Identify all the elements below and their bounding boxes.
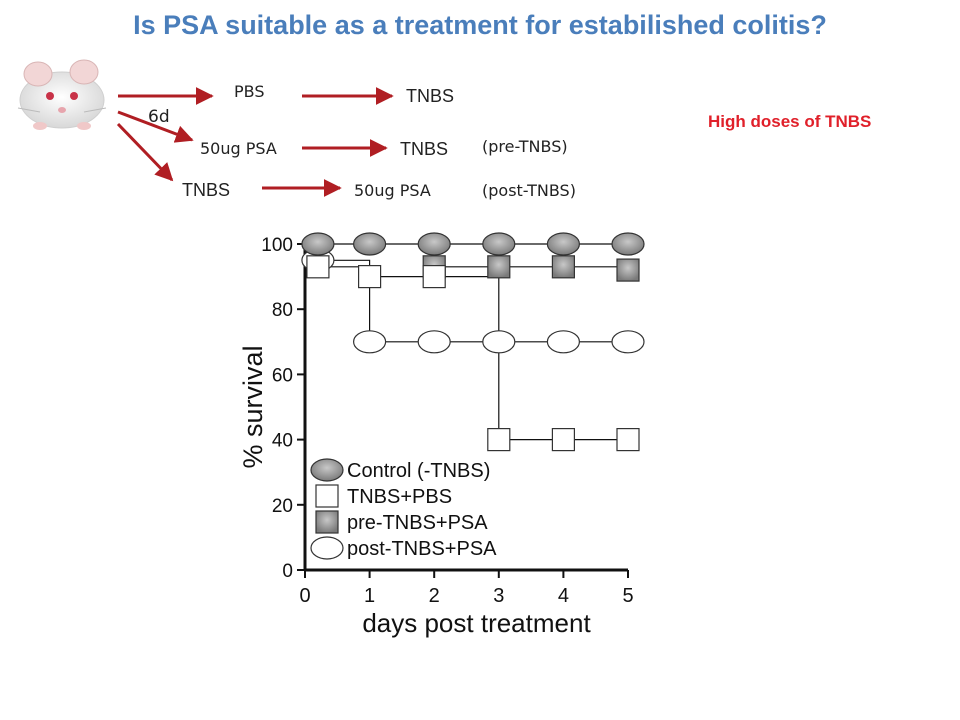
row2-tag: (pre-TNBS) — [482, 137, 568, 156]
data-point — [616, 258, 640, 282]
legend-marker — [315, 510, 339, 534]
row2-first: 50ug PSA — [200, 139, 277, 158]
mouse-icon — [17, 59, 107, 130]
y-tick-label: 80 — [272, 300, 293, 321]
data-point — [611, 330, 645, 354]
data-point — [306, 255, 330, 279]
plot-area: 0 20 40 60 80 100 0 1 2 3 4 5 % survival days post tr… — [238, 232, 645, 638]
data-point — [417, 330, 451, 354]
row3-second: 50ug PSA — [354, 181, 431, 200]
y-tick-label: 40 — [272, 431, 293, 452]
data-point — [301, 232, 335, 256]
data-point — [487, 428, 511, 452]
data-point — [611, 232, 645, 256]
legend-marker — [315, 484, 339, 508]
x-tick-label: 5 — [622, 585, 633, 607]
y-axis-label: % survival — [238, 345, 268, 468]
legend-label: post-TNBS+PSA — [347, 538, 497, 560]
data-point — [551, 428, 576, 452]
data-point — [551, 255, 576, 279]
survival-chart: 0 20 40 60 80 100 0 1 2 3 4 5 % survival days post tr… — [238, 232, 645, 638]
x-axis-label: days post treatment — [362, 608, 591, 638]
arrow-to-tnbs — [116, 122, 174, 182]
legend-label: pre-TNBS+PSA — [347, 512, 488, 534]
legend-marker — [310, 458, 344, 482]
row3-tag: (post-TNBS) — [482, 181, 576, 200]
data-point — [616, 428, 640, 452]
row1-first: PBS — [234, 82, 265, 101]
row2-second: TNBS — [400, 139, 448, 159]
legend-label: TNBS+PBS — [347, 486, 452, 508]
x-tick-label: 1 — [364, 585, 375, 607]
row1-second: TNBS — [406, 86, 454, 106]
row3-first: TNBS — [182, 180, 230, 200]
data-point — [482, 330, 516, 354]
data-point — [353, 330, 387, 354]
page-title: Is PSA suitable as a treatment for estab… — [133, 10, 827, 40]
data-point — [487, 255, 511, 279]
data-point — [353, 232, 387, 256]
dose-note: High doses of TNBS — [708, 112, 872, 131]
x-tick-label: 0 — [299, 585, 310, 607]
series-line-2 — [434, 266, 629, 271]
experimental-scheme: 6d PBS TNBS 50ug PSA TNBS (pre-TNBS) TNB… — [17, 59, 576, 200]
x-tick-label: 3 — [493, 585, 504, 607]
data-point — [546, 232, 581, 256]
data-point — [422, 264, 446, 289]
y-tick-label: 0 — [282, 561, 293, 582]
legend-marker — [310, 536, 344, 560]
y-tick-label: 20 — [272, 496, 293, 517]
series-line-1 — [317, 266, 628, 441]
data-point — [546, 330, 581, 354]
data-point — [417, 232, 451, 256]
x-tick-label: 4 — [558, 585, 569, 607]
data-point — [482, 232, 516, 256]
data-point — [358, 264, 382, 289]
y-tick-label: 100 — [261, 235, 293, 256]
arrow-to-psa — [117, 110, 194, 143]
legend-label: Control (-TNBS) — [347, 460, 490, 482]
x-tick-label: 2 — [429, 585, 440, 607]
y-tick-label: 60 — [272, 365, 293, 386]
interval-label: 6d — [148, 107, 170, 127]
